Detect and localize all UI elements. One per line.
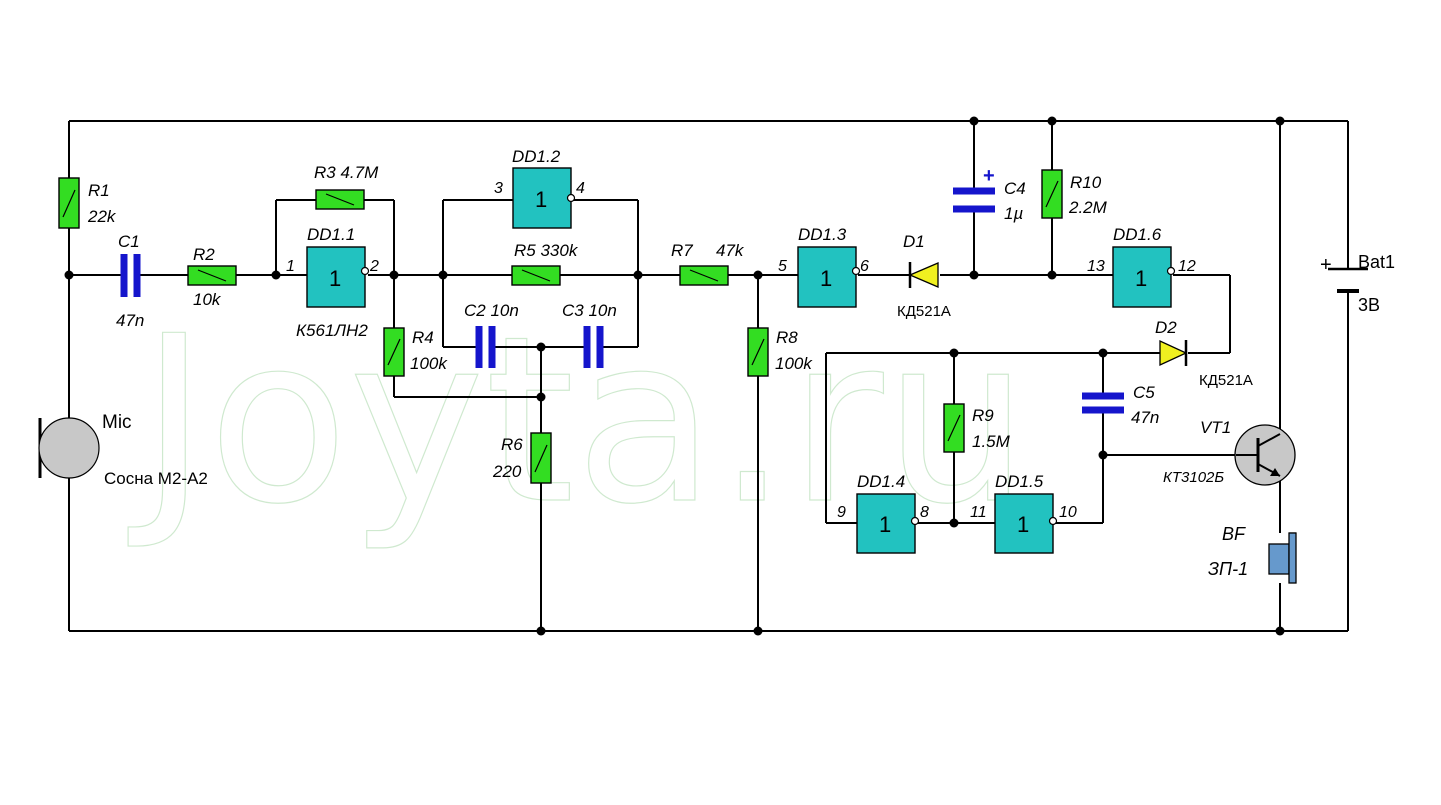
dd13-out-pin: 6	[860, 258, 869, 275]
d2-ref: D2	[1155, 318, 1177, 337]
c4-plus: +	[983, 165, 995, 187]
c3-ref: C3 10n	[562, 301, 617, 320]
bat-plus: +	[1320, 254, 1332, 276]
capacitor-c2: C2 10n	[464, 301, 519, 368]
dd14-symbol: 1	[879, 512, 891, 537]
r9-value: 1.5M	[972, 432, 1011, 451]
dd16-ref: DD1.6	[1113, 225, 1162, 244]
dd13-symbol: 1	[820, 266, 832, 291]
resistor-r1: R1 22k	[58, 177, 117, 229]
capacitor-c3: C3 10n	[562, 301, 617, 368]
bf-ref: BF	[1222, 524, 1246, 544]
dd11-part: К561ЛН2	[296, 321, 368, 340]
bf-part: ЗП-1	[1208, 559, 1248, 579]
resistor-r5: R5 330k	[511, 241, 579, 286]
dd12-symbol: 1	[535, 187, 547, 212]
c1-ref: C1	[118, 232, 140, 251]
r7-value: 47k	[716, 241, 745, 260]
r7-ref: R7	[671, 241, 693, 260]
r2-ref: R2	[193, 245, 215, 264]
dd12-ref: DD1.2	[512, 147, 561, 166]
r1-value: 22k	[87, 207, 117, 226]
r2-value: 10k	[193, 290, 222, 309]
d2-part: КД521А	[1199, 372, 1253, 389]
resistor-r9: R9 1.5M	[943, 403, 1011, 453]
r6-value: 220	[492, 462, 522, 481]
d1-ref: D1	[903, 232, 925, 251]
dd12-in-pin: 3	[494, 180, 503, 197]
dd12-out-pin: 4	[576, 180, 585, 197]
dd15-symbol: 1	[1017, 512, 1029, 537]
microphone-mic: Mic Сосна М2-А2	[38, 412, 208, 488]
dd14-out-pin: 8	[920, 504, 929, 521]
r4-value: 100k	[410, 354, 448, 373]
dd16-out-pin: 12	[1178, 258, 1196, 275]
dd14-in-pin: 9	[837, 504, 846, 521]
transistor-vt1: VT1 КТ3102Б	[1163, 418, 1296, 486]
c4-ref: C4	[1004, 179, 1026, 198]
bat-ref: Bat1	[1358, 252, 1395, 272]
dd16-in-pin: 13	[1087, 258, 1105, 275]
r3-ref: R3 4.7M	[314, 163, 379, 182]
c5-ref: C5	[1133, 383, 1155, 402]
resistor-r2: R2 10k	[187, 245, 237, 309]
capacitor-c1: C1 47n	[116, 232, 144, 330]
r6-ref: R6	[501, 435, 523, 454]
dd14-ref: DD1.4	[857, 472, 905, 491]
vt1-ref: VT1	[1200, 418, 1231, 437]
dd11-in-pin: 1	[286, 258, 295, 275]
d1-part: КД521А	[897, 303, 951, 320]
c5-value: 47n	[1131, 408, 1159, 427]
resistor-r4: R4 100k	[383, 327, 448, 377]
gate-dd1-6: 1 DD1.6 13 12	[1087, 225, 1196, 308]
resistor-r3: R3 4.7M	[314, 163, 379, 210]
dd13-ref: DD1.3	[798, 225, 847, 244]
dd13-in-pin: 5	[778, 258, 787, 275]
r10-value: 2.2M	[1068, 198, 1108, 217]
gate-dd1-2: 1 DD1.2 3 4	[494, 147, 585, 229]
capacitor-c5: C5 47n	[1082, 383, 1159, 427]
battery-bat1: + Bat1 3В	[1320, 252, 1395, 315]
gate-dd1-5: 1 DD1.5 11 10	[970, 472, 1077, 554]
dd11-out-pin: 2	[369, 258, 379, 275]
r1-ref: R1	[88, 181, 110, 200]
r5-ref: R5 330k	[514, 241, 579, 260]
junction-dots	[64, 116, 1285, 636]
c2-ref: C2 10n	[464, 301, 519, 320]
gate-dd1-3: 1 DD1.3 5 6	[778, 225, 869, 308]
c4-value: 1µ	[1004, 204, 1023, 223]
resistor-r10: R10 2.2M	[1041, 169, 1108, 219]
c1-value: 47n	[116, 311, 144, 330]
dd15-out-pin: 10	[1059, 504, 1077, 521]
bat-value: 3В	[1358, 295, 1380, 315]
dd11-symbol: 1	[329, 266, 341, 291]
diode-d1: D1 КД521А	[897, 232, 951, 320]
vt1-part: КТ3102Б	[1163, 469, 1224, 486]
r8-value: 100k	[775, 354, 813, 373]
diode-d2: D2 КД521А	[1155, 318, 1253, 389]
dd15-ref: DD1.5	[995, 472, 1044, 491]
mic-ref: Mic	[102, 412, 132, 433]
r9-ref: R9	[972, 406, 994, 425]
capacitor-c4: + C4 1µ	[953, 165, 1026, 223]
r8-ref: R8	[776, 328, 798, 347]
gate-dd1-1: 1 DD1.1 1 2 К561ЛН2	[286, 225, 379, 340]
dd16-symbol: 1	[1135, 266, 1147, 291]
r4-ref: R4	[412, 328, 434, 347]
r10-ref: R10	[1070, 173, 1102, 192]
dd11-ref: DD1.1	[307, 225, 355, 244]
gate-dd1-4: 1 DD1.4 9 8	[837, 472, 929, 554]
dd15-in-pin: 11	[970, 504, 987, 521]
resistor-r6: R6 220	[492, 432, 552, 484]
resistor-r7: R7 47k	[671, 241, 745, 286]
speaker-bf: BF ЗП-1	[1208, 524, 1297, 584]
mic-part: Сосна М2-А2	[104, 469, 208, 488]
resistor-r8: R8 100k	[747, 327, 813, 377]
